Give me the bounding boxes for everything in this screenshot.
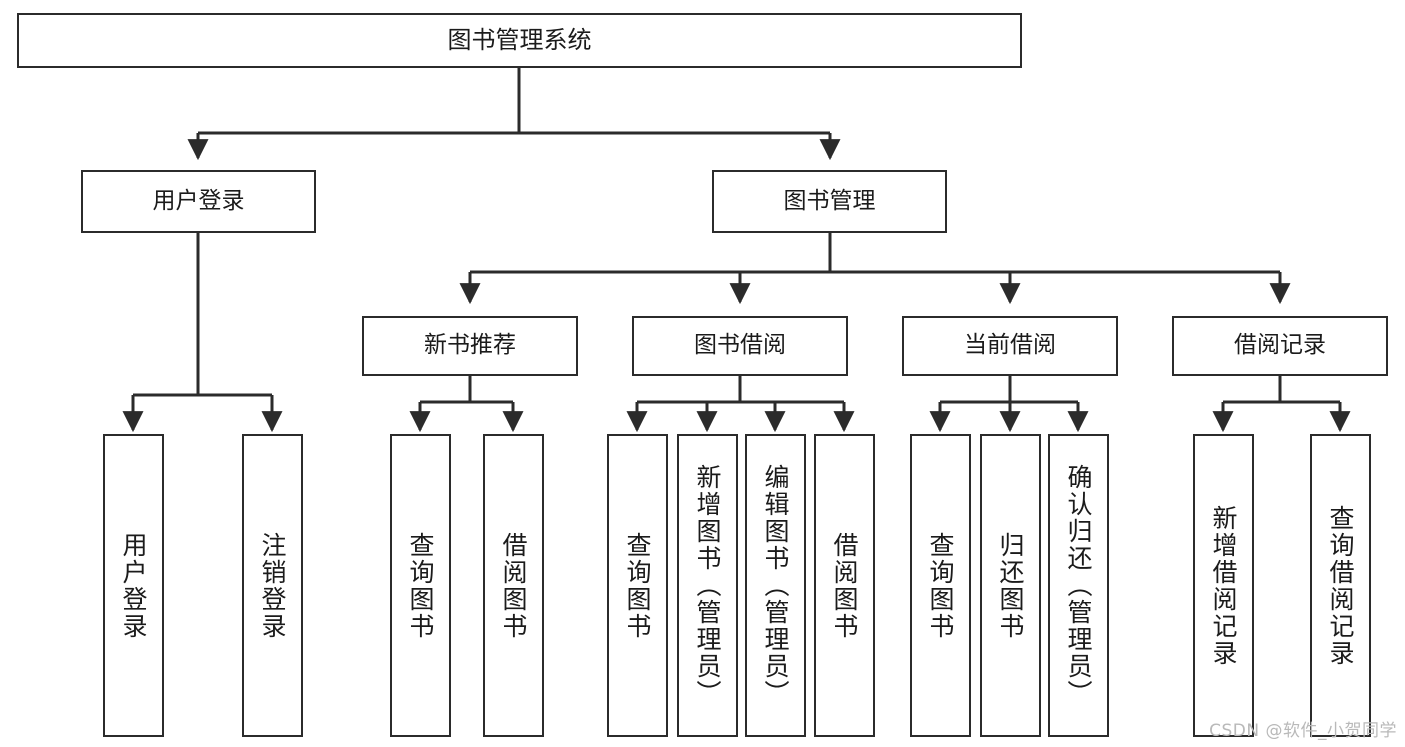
node-label: 归还图书 — [996, 531, 1025, 640]
node-label: 图书借阅 — [694, 332, 786, 359]
node-user-login[interactable]: 用户登录 — [81, 170, 316, 233]
node-label: 查询图书 — [926, 531, 955, 640]
node-label: 查询借阅记录 — [1326, 504, 1355, 667]
leaf-confirm-return-admin[interactable]: 确认归还（管理员） — [1048, 434, 1109, 737]
node-label: 借阅图书 — [830, 531, 859, 640]
node-label: 用户登录 — [119, 531, 148, 640]
leaf-query-book-current[interactable]: 查询图书 — [910, 434, 971, 737]
node-label: 新书推荐 — [424, 332, 516, 359]
leaf-logout-login[interactable]: 注销登录 — [242, 434, 303, 737]
leaf-borrow-book-recommend[interactable]: 借阅图书 — [483, 434, 544, 737]
node-label: 新增图书（管理员） — [693, 464, 722, 707]
leaf-add-book-admin[interactable]: 新增图书（管理员） — [677, 434, 738, 737]
node-borrow-record[interactable]: 借阅记录 — [1172, 316, 1388, 376]
node-book-borrow[interactable]: 图书借阅 — [632, 316, 848, 376]
node-label: 当前借阅 — [964, 332, 1056, 359]
node-label: 图书管理系统 — [447, 26, 592, 55]
node-new-book-recommend[interactable]: 新书推荐 — [362, 316, 578, 376]
node-root-system[interactable]: 图书管理系统 — [17, 13, 1022, 68]
node-label: 注销登录 — [258, 531, 287, 640]
node-current-borrow[interactable]: 当前借阅 — [902, 316, 1118, 376]
node-label: 借阅记录 — [1234, 332, 1326, 359]
node-label: 图书管理 — [783, 187, 876, 214]
node-book-management[interactable]: 图书管理 — [712, 170, 947, 233]
leaf-user-login[interactable]: 用户登录 — [103, 434, 164, 737]
node-label: 查询图书 — [623, 531, 652, 640]
leaf-borrow-book[interactable]: 借阅图书 — [814, 434, 875, 737]
node-label: 新增借阅记录 — [1209, 504, 1238, 667]
leaf-edit-book-admin[interactable]: 编辑图书（管理员） — [745, 434, 806, 737]
node-label: 借阅图书 — [499, 531, 528, 640]
node-label: 确认归还（管理员） — [1064, 464, 1093, 707]
node-label: 用户登录 — [152, 187, 245, 214]
leaf-return-book[interactable]: 归还图书 — [980, 434, 1041, 737]
leaf-query-book-recommend[interactable]: 查询图书 — [390, 434, 451, 737]
leaf-add-borrow-record[interactable]: 新增借阅记录 — [1193, 434, 1254, 737]
leaf-query-book-borrow[interactable]: 查询图书 — [607, 434, 668, 737]
csdn-watermark: CSDN @软件_小贺同学 — [1209, 721, 1397, 741]
node-label: 编辑图书（管理员） — [761, 464, 790, 707]
node-label: 查询图书 — [406, 531, 435, 640]
leaf-query-borrow-record[interactable]: 查询借阅记录 — [1310, 434, 1371, 737]
